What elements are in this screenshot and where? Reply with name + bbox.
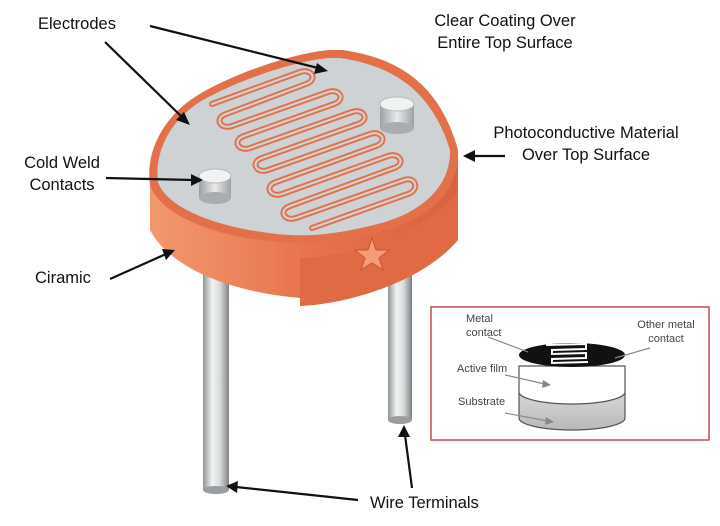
left-wire-end [203, 486, 229, 494]
inset-top-metal [519, 343, 625, 367]
star-logo-icon [353, 236, 391, 272]
inset-label-substrate: Substrate [458, 396, 506, 408]
label-clear-coating: Clear Coating Over Entire Top Surface [410, 10, 600, 54]
inset-label-metal-contact-line2: contact [466, 327, 502, 339]
arrow-electrodes-2 [149, 24, 328, 74]
inset-line-metal [487, 336, 529, 353]
label-cold-weld-line1: Cold Weld [24, 154, 100, 172]
pointer-arrows [104, 24, 505, 502]
ceramic-front-face [300, 192, 458, 306]
inset-label-other-metal-contact-line2: contact [648, 333, 684, 345]
inset-label-other-metal-contact-line1: Other metal [637, 319, 695, 331]
label-wire-terminals: Wire Terminals [370, 494, 479, 512]
label-clear-coating-line1: Clear Coating Over [434, 12, 576, 30]
inset-label-active-film: Active film [457, 363, 508, 375]
label-cold-weld: Cold Weld Contacts [14, 152, 110, 196]
right-contact [379, 96, 415, 134]
wire-terminals [203, 240, 412, 494]
left-wire [203, 262, 229, 490]
arrow-photoconductive [463, 150, 505, 162]
arrow-wire-left [226, 481, 359, 502]
label-photoconductive-line1: Photoconductive Material [493, 124, 679, 142]
cold-weld-contacts [198, 96, 415, 204]
right-wire-end [388, 416, 412, 424]
label-ciramic: Ciramic [35, 269, 91, 287]
inset-line-substrate [504, 412, 549, 422]
electrode-track-inner [210, 70, 417, 230]
inset-electrode-pattern [545, 342, 589, 365]
ceramic-body [150, 150, 458, 306]
top-surface [149, 50, 459, 244]
inset-line-active-film [504, 374, 546, 385]
inset-label-other-metal-contact: Other metal contact [628, 318, 704, 346]
label-photoconductive-line2: Over Top Surface [521, 146, 651, 164]
arrow-wire-right [398, 425, 414, 489]
inset-label-metal-contact-line1: Metal [466, 313, 493, 325]
arrow-electrodes-1 [104, 41, 190, 125]
label-electrodes: Electrodes [38, 15, 116, 33]
arrow-ciramic [109, 249, 175, 281]
label-clear-coating-line2: Entire Top Surface [437, 34, 573, 52]
label-photoconductive: Photoconductive Material Over Top Surfac… [478, 122, 694, 166]
inset-label-metal-contact: Metal contact [466, 312, 501, 340]
arrow-cold-weld [105, 174, 203, 186]
label-cold-weld-line2: Contacts [29, 176, 95, 194]
inset-diagram [430, 306, 710, 441]
left-contact [198, 168, 232, 204]
inset-active-film [518, 365, 626, 405]
inset-line-other-metal [614, 347, 651, 359]
